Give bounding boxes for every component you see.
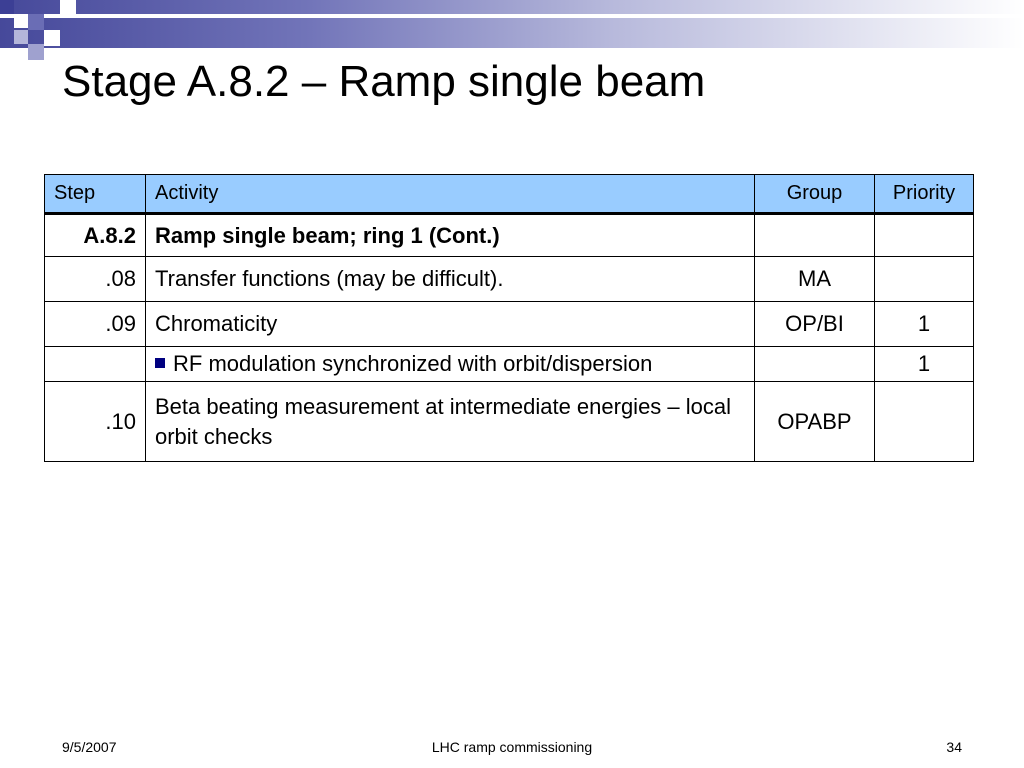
header-group: Group	[754, 174, 875, 215]
activity-cell: Transfer functions (may be difficult).	[145, 256, 755, 302]
table-row: A.8.2 Ramp single beam; ring 1 (Cont.)	[44, 213, 974, 257]
priority-cell: 1	[874, 301, 974, 347]
decor-square	[0, 0, 14, 14]
step-cell: .09	[44, 301, 146, 347]
step-cell: .10	[44, 381, 146, 462]
header-activity: Activity	[145, 174, 755, 215]
footer-date: 9/5/2007	[62, 739, 117, 755]
group-cell	[754, 346, 875, 382]
table-row: RF modulation synchronized with orbit/di…	[44, 346, 974, 382]
priority-cell	[874, 256, 974, 302]
step-cell: A.8.2	[44, 213, 146, 257]
activity-cell: Chromaticity	[145, 301, 755, 347]
activity-cell: Ramp single beam; ring 1 (Cont.)	[145, 213, 755, 257]
commissioning-table: Step Activity Group Priority A.8.2 Ramp …	[44, 174, 974, 462]
table-header-row: Step Activity Group Priority	[44, 174, 974, 215]
decor-square	[28, 14, 44, 30]
table-row: .10 Beta beating measurement at intermed…	[44, 381, 974, 462]
header-gradient-bar	[0, 0, 1024, 48]
header-priority: Priority	[874, 174, 974, 215]
priority-cell	[874, 213, 974, 257]
page-number: 34	[946, 739, 962, 755]
decor-square	[44, 30, 60, 46]
activity-cell: RF modulation synchronized with orbit/di…	[145, 346, 755, 382]
group-cell	[754, 213, 875, 257]
activity-text: RF modulation synchronized with orbit/di…	[173, 351, 653, 376]
decor-square	[28, 44, 44, 60]
decor-square	[14, 14, 28, 28]
activity-cell: Beta beating measurement at intermediate…	[145, 381, 755, 462]
header-step: Step	[44, 174, 146, 215]
priority-cell: 1	[874, 346, 974, 382]
decor-square	[14, 30, 28, 44]
table-row: .09 Chromaticity OP/BI 1	[44, 301, 974, 347]
table-row: .08 Transfer functions (may be difficult…	[44, 256, 974, 302]
decor-square	[60, 0, 76, 16]
header-bar-divider	[0, 14, 1024, 18]
step-cell	[44, 346, 146, 382]
group-cell: OP/BI	[754, 301, 875, 347]
step-cell: .08	[44, 256, 146, 302]
square-bullet-icon	[155, 358, 165, 368]
footer-title: LHC ramp commissioning	[431, 739, 593, 755]
priority-cell	[874, 381, 974, 462]
group-cell: MA	[754, 256, 875, 302]
group-cell: OPABP	[754, 381, 875, 462]
slide-title: Stage A.8.2 – Ramp single beam	[62, 57, 706, 106]
